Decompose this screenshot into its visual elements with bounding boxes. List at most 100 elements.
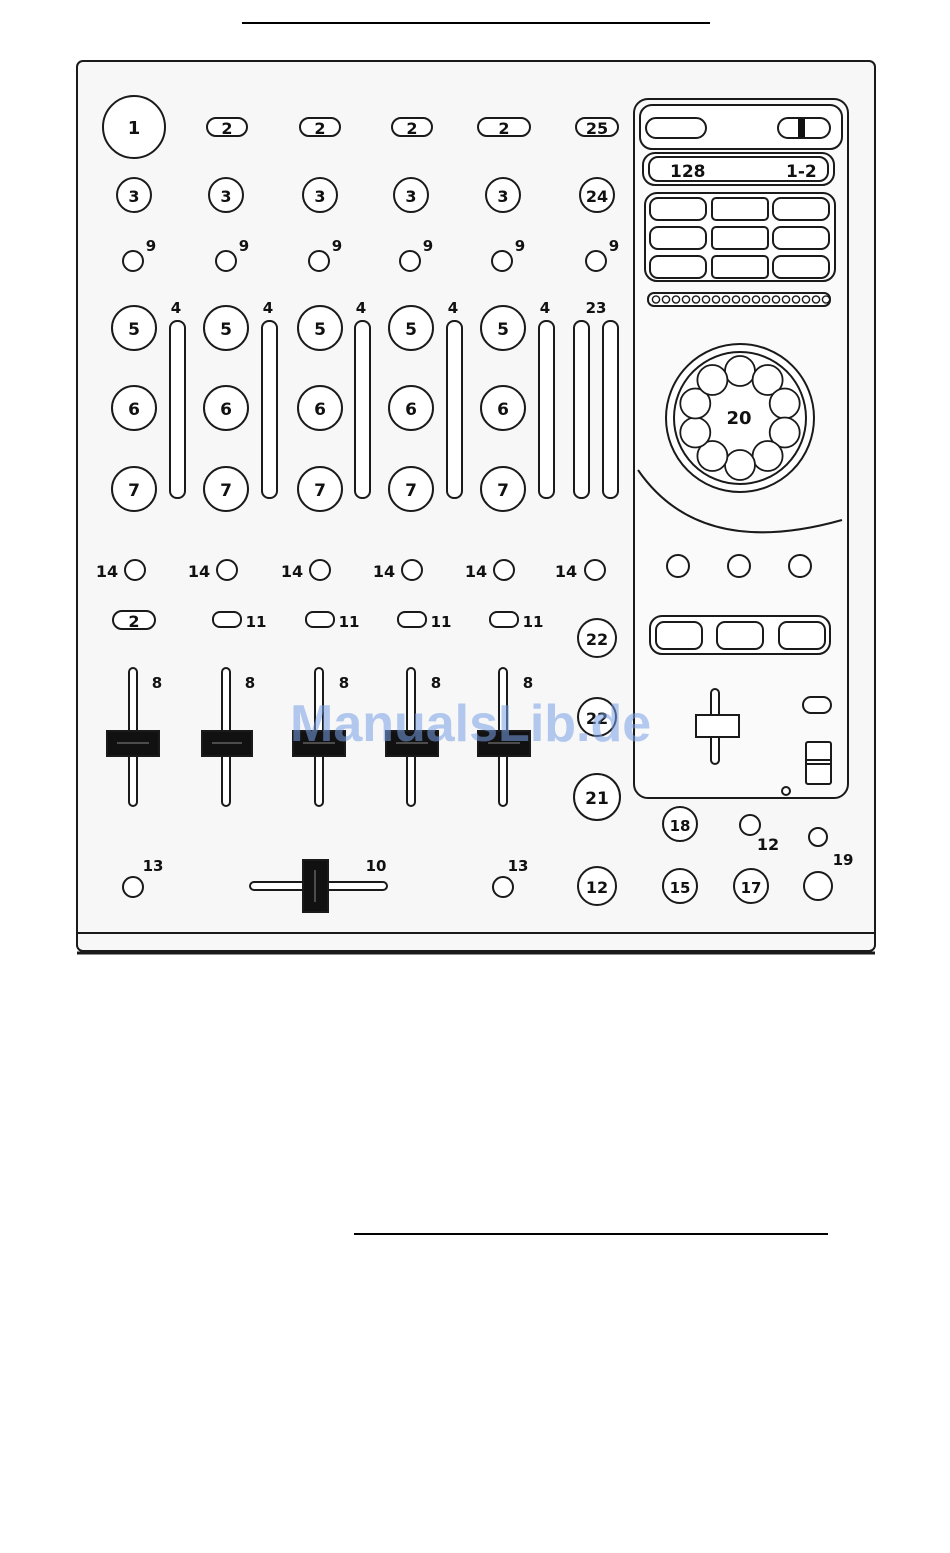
svg-text:8: 8 xyxy=(431,674,441,692)
svg-text:21: 21 xyxy=(585,789,609,809)
svg-text:25: 25 xyxy=(586,119,608,138)
button-5[interactable]: 5 xyxy=(298,306,342,350)
channel-strip-5: 5 6 7 4 xyxy=(481,299,554,511)
svg-text:2: 2 xyxy=(406,119,417,138)
button-6[interactable]: 6 xyxy=(389,386,433,430)
pad[interactable] xyxy=(712,227,768,249)
gain-knob[interactable]: 3 xyxy=(117,178,151,212)
button-7[interactable]: 7 xyxy=(112,467,156,511)
top-right-toggle[interactable] xyxy=(778,118,830,138)
pad[interactable] xyxy=(650,227,706,249)
pad[interactable] xyxy=(773,227,829,249)
touch-strip-4[interactable]: 4 xyxy=(539,299,554,498)
svg-text:4: 4 xyxy=(448,299,458,317)
meter-led xyxy=(802,296,809,303)
pad[interactable] xyxy=(712,256,768,278)
gain-knob[interactable]: 3 xyxy=(209,178,243,212)
svg-text:14: 14 xyxy=(373,562,395,581)
master-knob[interactable]: 1 xyxy=(103,96,165,158)
button-22[interactable]: 22 xyxy=(578,619,616,657)
button-17[interactable]: 17 xyxy=(734,869,768,903)
svg-text:9: 9 xyxy=(332,237,342,255)
button-18[interactable]: 18 xyxy=(663,807,697,841)
jog-petal xyxy=(680,418,710,448)
jog-petal xyxy=(753,441,783,471)
svg-text:14: 14 xyxy=(465,562,487,581)
touch-strip-4[interactable]: 4 xyxy=(262,299,277,498)
button-7[interactable]: 7 xyxy=(298,467,342,511)
svg-text:8: 8 xyxy=(523,674,533,692)
select-button-25[interactable]: 25 xyxy=(576,118,618,138)
svg-text:7: 7 xyxy=(314,481,326,501)
button-7[interactable]: 7 xyxy=(481,467,525,511)
jog-wheel[interactable]: 20 xyxy=(666,344,814,492)
svg-text:23: 23 xyxy=(586,299,607,317)
small-pill-button[interactable] xyxy=(803,697,831,713)
touch-strip-4[interactable]: 4 xyxy=(355,299,370,498)
lcd-display: 128 1-2 xyxy=(643,153,834,185)
svg-text:5: 5 xyxy=(128,320,140,340)
button-5[interactable]: 5 xyxy=(389,306,433,350)
select-button[interactable]: 2 xyxy=(392,118,432,138)
svg-text:12: 12 xyxy=(586,878,608,897)
touch-strip-4[interactable]: 4 xyxy=(170,299,185,498)
pad[interactable] xyxy=(773,198,829,220)
meter-led xyxy=(672,296,679,303)
button-7[interactable]: 7 xyxy=(389,467,433,511)
button-6[interactable]: 6 xyxy=(204,386,248,430)
gain-knob[interactable]: 3 xyxy=(394,178,428,212)
svg-text:17: 17 xyxy=(741,879,762,897)
svg-text:2: 2 xyxy=(221,119,232,138)
round-button[interactable] xyxy=(789,555,811,577)
pad[interactable] xyxy=(712,198,768,220)
pad[interactable] xyxy=(650,256,706,278)
wide-button[interactable] xyxy=(656,622,702,649)
touch-strip-4[interactable]: 4 xyxy=(447,299,462,498)
button-12[interactable]: 12 xyxy=(578,867,616,905)
meter-led xyxy=(762,296,769,303)
svg-text:5: 5 xyxy=(220,320,232,340)
select-button[interactable]: 2 xyxy=(300,118,340,138)
gain-knob[interactable]: 3 xyxy=(486,178,520,212)
select-button[interactable]: 2 xyxy=(113,611,155,631)
svg-text:13: 13 xyxy=(508,857,529,875)
button-5[interactable]: 5 xyxy=(204,306,248,350)
button-6[interactable]: 6 xyxy=(112,386,156,430)
button-5[interactable]: 5 xyxy=(112,306,156,350)
button-6[interactable]: 6 xyxy=(298,386,342,430)
svg-text:8: 8 xyxy=(152,674,162,692)
jog-petal xyxy=(725,450,755,480)
wide-button[interactable] xyxy=(779,622,825,649)
svg-text:3: 3 xyxy=(497,187,508,206)
svg-text:4: 4 xyxy=(356,299,366,317)
button-19[interactable] xyxy=(804,872,832,900)
mode-switch[interactable] xyxy=(806,742,831,784)
pad[interactable] xyxy=(773,256,829,278)
select-button[interactable]: 2 xyxy=(478,118,530,138)
svg-text:18: 18 xyxy=(670,817,691,835)
round-button[interactable] xyxy=(728,555,750,577)
pad[interactable] xyxy=(650,198,706,220)
select-button[interactable]: 2 xyxy=(207,118,247,138)
svg-text:14: 14 xyxy=(281,562,303,581)
meter-led xyxy=(662,296,669,303)
knob-24[interactable]: 24 xyxy=(580,178,614,212)
wide-button[interactable] xyxy=(717,622,763,649)
gain-knob[interactable]: 3 xyxy=(303,178,337,212)
controller-diagram: 1 2 2 2 2 25 3 3 3 3 3 24 9 9 9 9 9 9 5 … xyxy=(0,0,950,1000)
button-15[interactable]: 15 xyxy=(663,869,697,903)
round-button[interactable] xyxy=(667,555,689,577)
svg-text:10: 10 xyxy=(366,857,387,875)
svg-text:2: 2 xyxy=(498,119,509,138)
svg-text:22: 22 xyxy=(586,630,608,649)
meter-led xyxy=(822,296,829,303)
button-6[interactable]: 6 xyxy=(481,386,525,430)
button-5[interactable]: 5 xyxy=(481,306,525,350)
top-left-pill-button[interactable] xyxy=(646,118,706,138)
button-7[interactable]: 7 xyxy=(204,467,248,511)
svg-text:6: 6 xyxy=(405,400,417,420)
meter-led xyxy=(652,296,659,303)
display-bpm: 128 xyxy=(670,162,706,182)
bottom-rule xyxy=(354,1233,828,1235)
button-21[interactable]: 21 xyxy=(574,774,620,820)
